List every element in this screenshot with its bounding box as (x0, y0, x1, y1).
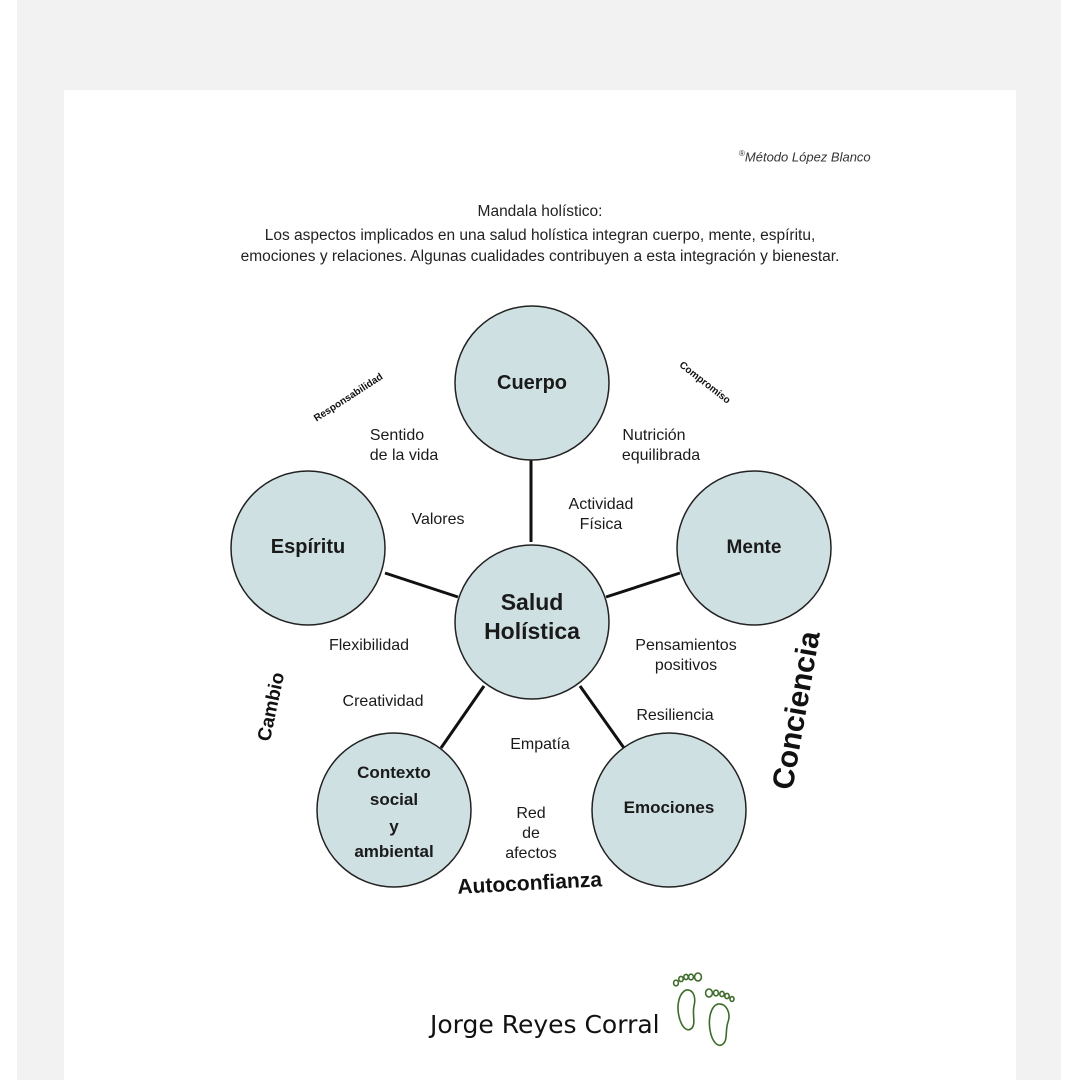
quality-empatia: Empatía (510, 736, 570, 753)
intro-line-1: Los aspectos implicados en una salud hol… (264, 227, 816, 244)
svg-text:equilibrada: equilibrada (622, 447, 700, 464)
svg-text:Física: Física (580, 516, 623, 533)
connector-espiritu (384, 571, 459, 599)
word-responsabilidad: Responsabilidad (312, 372, 385, 425)
svg-text:Emociones: Emociones (624, 798, 715, 817)
quality-valores: Valores (411, 511, 464, 528)
word-compromiso: Compromiso (677, 360, 732, 407)
quality-nutricion: Nutrición equilibrada (622, 427, 700, 464)
node-emociones: Emociones (591, 732, 747, 888)
svg-text:social: social (370, 790, 418, 809)
node-center: Salud Holística (454, 544, 610, 700)
svg-text:Espíritu: Espíritu (271, 536, 345, 558)
quality-sentido: Sentido de la vida (370, 427, 439, 464)
intro-title: Mandala holístico: (477, 203, 603, 220)
quality-flexibilidad: Flexibilidad (329, 637, 409, 654)
word-conciencia: Conciencia (766, 628, 826, 792)
svg-text:Actividad: Actividad (569, 496, 634, 513)
node-mente: Mente (676, 470, 832, 626)
node-espiritu: Espíritu (230, 470, 386, 626)
word-autoconfianza: Autoconfianza (457, 868, 603, 899)
svg-text:Contexto: Contexto (357, 763, 431, 782)
svg-text:Holística: Holística (484, 618, 580, 644)
footprints-icon (672, 972, 735, 1046)
svg-text:Salud: Salud (501, 589, 564, 615)
quality-pensamientos: Pensamientos positivos (635, 637, 736, 674)
svg-text:Sentido: Sentido (370, 427, 424, 444)
connector-contexto (439, 685, 486, 749)
svg-text:positivos: positivos (655, 657, 717, 674)
quality-resiliencia: Resiliencia (636, 707, 713, 724)
quality-red: Red de afectos (505, 805, 557, 862)
svg-text:y: y (389, 817, 399, 836)
svg-text:Mente: Mente (727, 537, 782, 558)
svg-text:Cuerpo: Cuerpo (497, 372, 567, 394)
node-contexto: Contexto social y ambiental (316, 732, 472, 888)
quality-actividad: Actividad Física (569, 496, 634, 533)
svg-text:de: de (522, 825, 540, 842)
author-name: Jorge Reyes Corral (430, 1010, 660, 1039)
copyright-note: ®Método López Blanco (739, 149, 871, 165)
svg-text:afectos: afectos (505, 845, 557, 862)
node-cuerpo: Cuerpo (454, 305, 610, 461)
svg-text:Pensamientos: Pensamientos (635, 637, 736, 654)
svg-text:Nutrición: Nutrición (622, 427, 685, 444)
connector-emociones (578, 685, 626, 749)
intro-line-2: emociones y relaciones. Algunas cualidad… (240, 248, 840, 265)
svg-text:Red: Red (516, 805, 545, 822)
connector-mente (605, 571, 681, 599)
svg-text:de la vida: de la vida (370, 447, 439, 464)
svg-text:ambiental: ambiental (354, 842, 433, 861)
quality-creatividad: Creatividad (343, 693, 424, 710)
word-cambio: Cambio (254, 671, 289, 744)
